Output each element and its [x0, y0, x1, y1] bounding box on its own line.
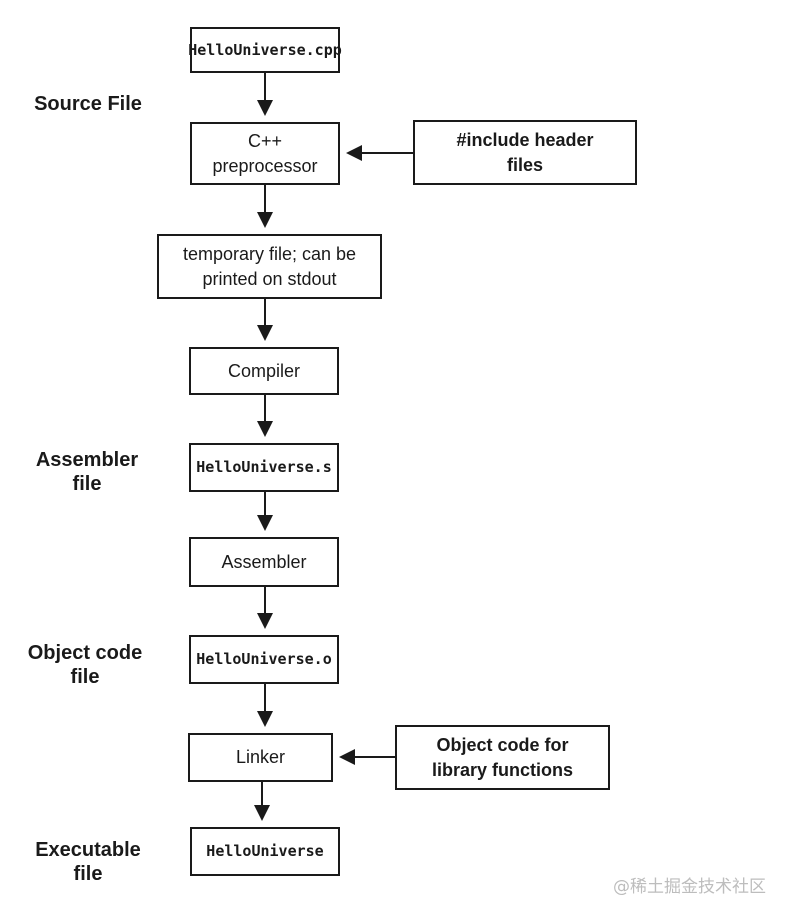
node-source-file-box: HelloUniverse.cpp	[188, 27, 342, 73]
node-compiler-box: Compiler	[189, 347, 339, 395]
node-include-headers-box: #include header files	[413, 120, 637, 185]
stage-label-executable-file: Executable file	[35, 839, 141, 885]
stage-label-source-file: Source File	[34, 93, 142, 115]
node-preprocessor-box: C++ preprocessor	[190, 122, 340, 185]
stage-label-object-code-file: Object code file	[27, 642, 143, 688]
node-executable-box: HelloUniverse	[190, 827, 340, 876]
node-linker-box: Linker	[188, 733, 333, 782]
node-assembler-box: Assembler	[189, 537, 339, 587]
stage-label-assembler-file: Assembler file	[35, 449, 139, 495]
node-object-file-box: HelloUniverse.o	[189, 635, 339, 684]
node-temporary-file-box: temporary file; can be printed on stdout	[157, 234, 382, 299]
node-library-objects-box: Object code for library functions	[395, 725, 610, 790]
node-assembly-file-box: HelloUniverse.s	[189, 443, 339, 492]
watermark-text: @稀土掘金技术社区	[613, 877, 766, 897]
